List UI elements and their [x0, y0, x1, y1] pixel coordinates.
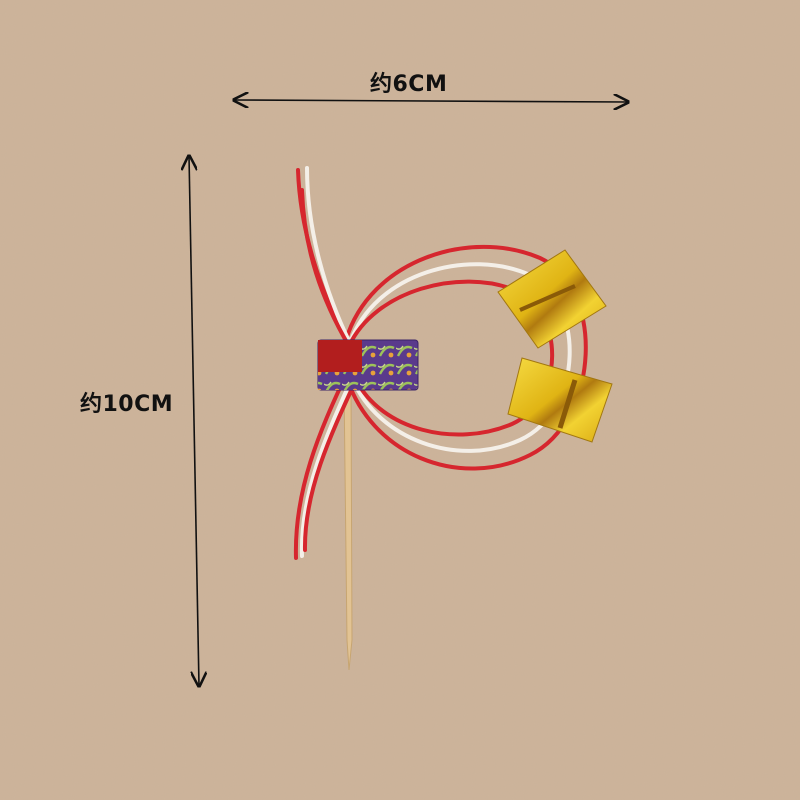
fabric-knot-wrap — [317, 339, 419, 391]
gold-foil-piece-top — [497, 249, 607, 349]
height-label: 约10CM — [80, 392, 174, 417]
bamboo-pick-stick — [343, 384, 353, 671]
gold-foil-piece-bottom — [507, 357, 613, 443]
width-label: 约6CM — [370, 72, 448, 97]
height-dimension-arrow — [189, 156, 199, 686]
width-dimension-arrow — [234, 100, 628, 102]
